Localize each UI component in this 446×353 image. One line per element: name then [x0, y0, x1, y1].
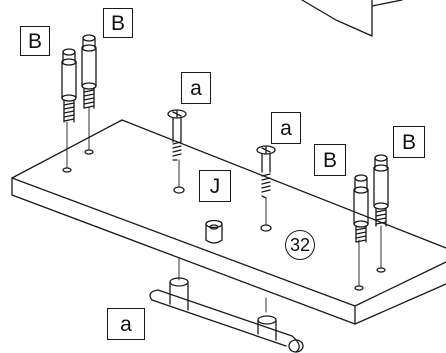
cam-bolt-B-left-back [81, 34, 97, 109]
cam-bolt-B-right-front [353, 174, 369, 243]
wooden-panel [11, 119, 446, 325]
handle [149, 277, 304, 353]
dowel-J [205, 219, 223, 244]
label-a-1: a [181, 72, 211, 104]
step-number-badge: 32 [285, 230, 315, 260]
cabinet-box-corner [301, 0, 403, 37]
label-B-1: B [20, 26, 50, 56]
label-B-3: B [314, 144, 346, 176]
cam-bolt-B-right-back [373, 154, 389, 227]
label-J: J [199, 170, 231, 202]
cam-bolt-B-left-front [61, 48, 77, 123]
alignment-lines [66, 107, 382, 313]
label-a-2: a [271, 112, 301, 144]
screw-a-center [167, 109, 187, 161]
screw-a-right [256, 145, 276, 199]
label-B-2: B [103, 8, 133, 38]
label-B-4: B [393, 126, 425, 158]
label-a-3: a [107, 308, 145, 340]
